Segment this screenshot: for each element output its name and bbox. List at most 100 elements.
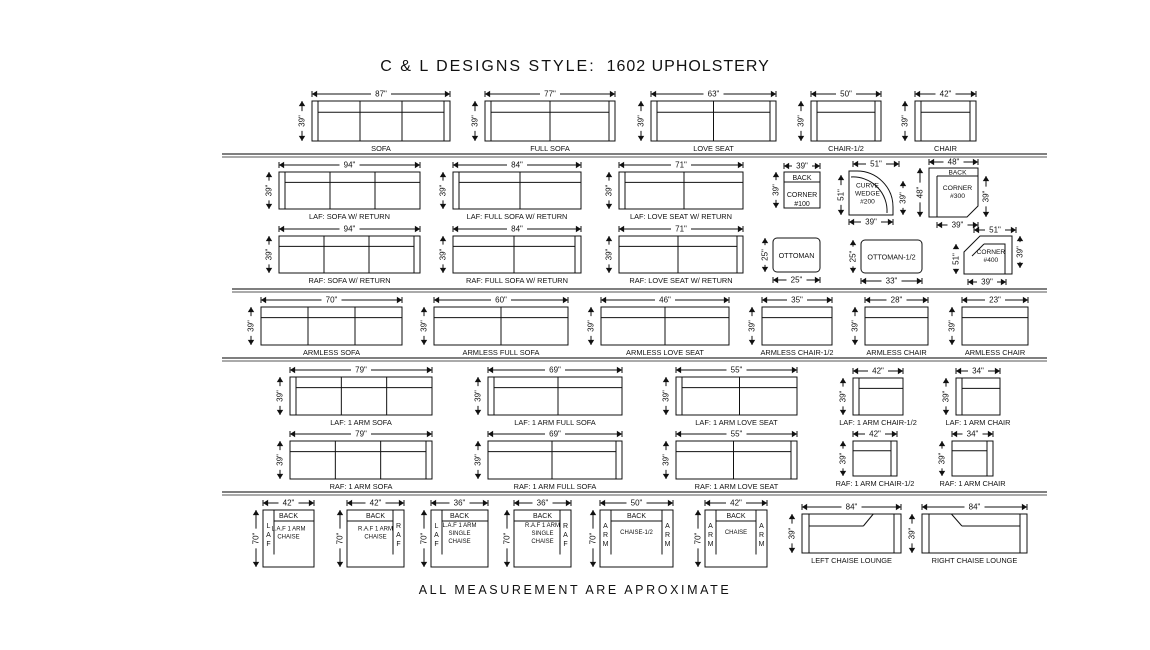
piece-label: ARMLESS CHAIR-1/2 <box>760 348 833 357</box>
arrow-head <box>609 90 615 98</box>
width-dimension: 34" <box>951 430 994 439</box>
width-label: 39" <box>865 218 877 227</box>
piece-outline <box>452 171 582 210</box>
height-dimension: 39" <box>839 441 848 476</box>
arrow-head <box>895 503 901 511</box>
arrow-head <box>439 172 447 178</box>
height-dimension: 39" <box>797 101 806 141</box>
height-dimension: 39" <box>662 377 671 415</box>
piece-laf-love-seat-w-return: 71"39"LAF: LOVE SEAT W/ RETURN <box>605 161 744 221</box>
width-dimension: 39" <box>783 162 821 171</box>
arrow-head <box>336 561 344 567</box>
arrow-head <box>420 307 428 313</box>
width-label: 79" <box>355 430 367 439</box>
arrow-head <box>431 499 437 507</box>
arrow-head <box>247 307 255 313</box>
arrow-head <box>308 499 314 507</box>
height-label: 39" <box>605 248 614 260</box>
arrow-head <box>887 218 893 226</box>
piece-love-seat: 63"39"LOVE SEAT <box>637 90 777 153</box>
height-label: 39" <box>471 115 480 127</box>
height-label: 39" <box>948 320 957 332</box>
piece-outline <box>761 306 833 346</box>
width-label: 35" <box>791 296 803 305</box>
width-label: 42" <box>872 367 884 376</box>
arrow-head <box>676 366 682 374</box>
back-line <box>862 513 874 527</box>
arrow-head <box>901 135 909 141</box>
arrow-head <box>637 135 645 141</box>
width-dimension: 84" <box>452 161 582 170</box>
height-label: 39" <box>439 248 448 260</box>
width-dimension: 94" <box>278 161 421 170</box>
height-dimension: 70" <box>336 510 345 567</box>
arm-letter: M <box>708 541 714 548</box>
arrow-head <box>891 430 897 438</box>
arrow-head <box>968 278 974 286</box>
piece-outline <box>618 171 744 210</box>
arrow-head <box>761 238 769 244</box>
wedge-label: #200 <box>860 199 875 206</box>
arrow-head <box>762 296 768 304</box>
piece-laf-1-arm-full-sofa: 69"39"LAF: 1 ARM FULL SOFA <box>474 366 623 427</box>
width-label: 50" <box>840 90 852 99</box>
arrow-head <box>956 367 962 375</box>
width-label: 71" <box>675 161 687 170</box>
width-label: 70" <box>326 296 338 305</box>
arrow-head <box>562 296 568 304</box>
height-label: 25" <box>849 250 858 262</box>
arrow-head <box>937 221 943 229</box>
height-dimension: 51" <box>952 244 961 274</box>
height-label: 39" <box>587 320 596 332</box>
width-label: 87" <box>375 90 387 99</box>
piece-raf-love-seat-w-return: 71"39"RAF: LOVE SEAT W/ RETURN <box>605 225 744 285</box>
piece-outline <box>487 440 623 480</box>
piece-armless-love-seat: 46"39"ARMLESS LOVE SEAT <box>587 296 730 357</box>
arrow-head <box>471 101 479 107</box>
arm-letter: F <box>266 541 270 548</box>
arrow-head <box>788 547 796 553</box>
width-dimension: 69" <box>487 366 623 375</box>
arrow-head <box>853 160 859 168</box>
arrow-head <box>662 377 670 383</box>
chaise-label: R.A.F 1 ARM <box>358 526 393 532</box>
height-dimension: 39" <box>982 176 991 217</box>
height-label: 39" <box>908 527 917 539</box>
arrow-head <box>694 510 702 516</box>
arrow-head <box>398 499 404 507</box>
arrow-head <box>875 90 881 98</box>
width-dimension: 50" <box>810 90 882 99</box>
arrow-head <box>982 211 990 217</box>
arrow-head <box>970 90 976 98</box>
width-dimension: 71" <box>618 161 744 170</box>
width-label: 42" <box>869 430 881 439</box>
arrow-head <box>439 203 447 209</box>
arm-letter: M <box>665 541 671 548</box>
arrow-head <box>839 470 847 476</box>
piece-label: FULL SOFA <box>530 144 570 153</box>
height-dimension: 39" <box>265 236 274 273</box>
height-label: 70" <box>589 532 598 544</box>
arrow-head <box>974 226 980 234</box>
piece-armless-chair: 23"39"ARMLESS CHAIR <box>948 296 1029 357</box>
height-dimension: 39" <box>474 377 483 415</box>
piece-label: CHAIR-1/2 <box>828 144 864 153</box>
width-dimension: 42" <box>914 90 977 99</box>
height-dimension: 39" <box>851 307 860 345</box>
arrow-head <box>276 409 284 415</box>
arm-letter: M <box>759 541 765 548</box>
piece-raf-1-arm-love-seat: 55"39"RAF: 1 ARM LOVE SEAT <box>662 430 798 491</box>
piece-label: LAF: LOVE SEAT W/ RETURN <box>630 212 732 221</box>
arrow-head <box>851 339 859 345</box>
piece-outline <box>704 509 768 568</box>
height-label: 39" <box>901 115 910 127</box>
arrow-head <box>723 296 729 304</box>
arrow-head <box>802 503 808 511</box>
height-dimension: 39" <box>605 236 614 273</box>
arrow-head <box>952 430 958 438</box>
arrow-head <box>915 90 921 98</box>
height-dimension: 70" <box>252 510 261 567</box>
width-label: 42" <box>370 499 382 508</box>
